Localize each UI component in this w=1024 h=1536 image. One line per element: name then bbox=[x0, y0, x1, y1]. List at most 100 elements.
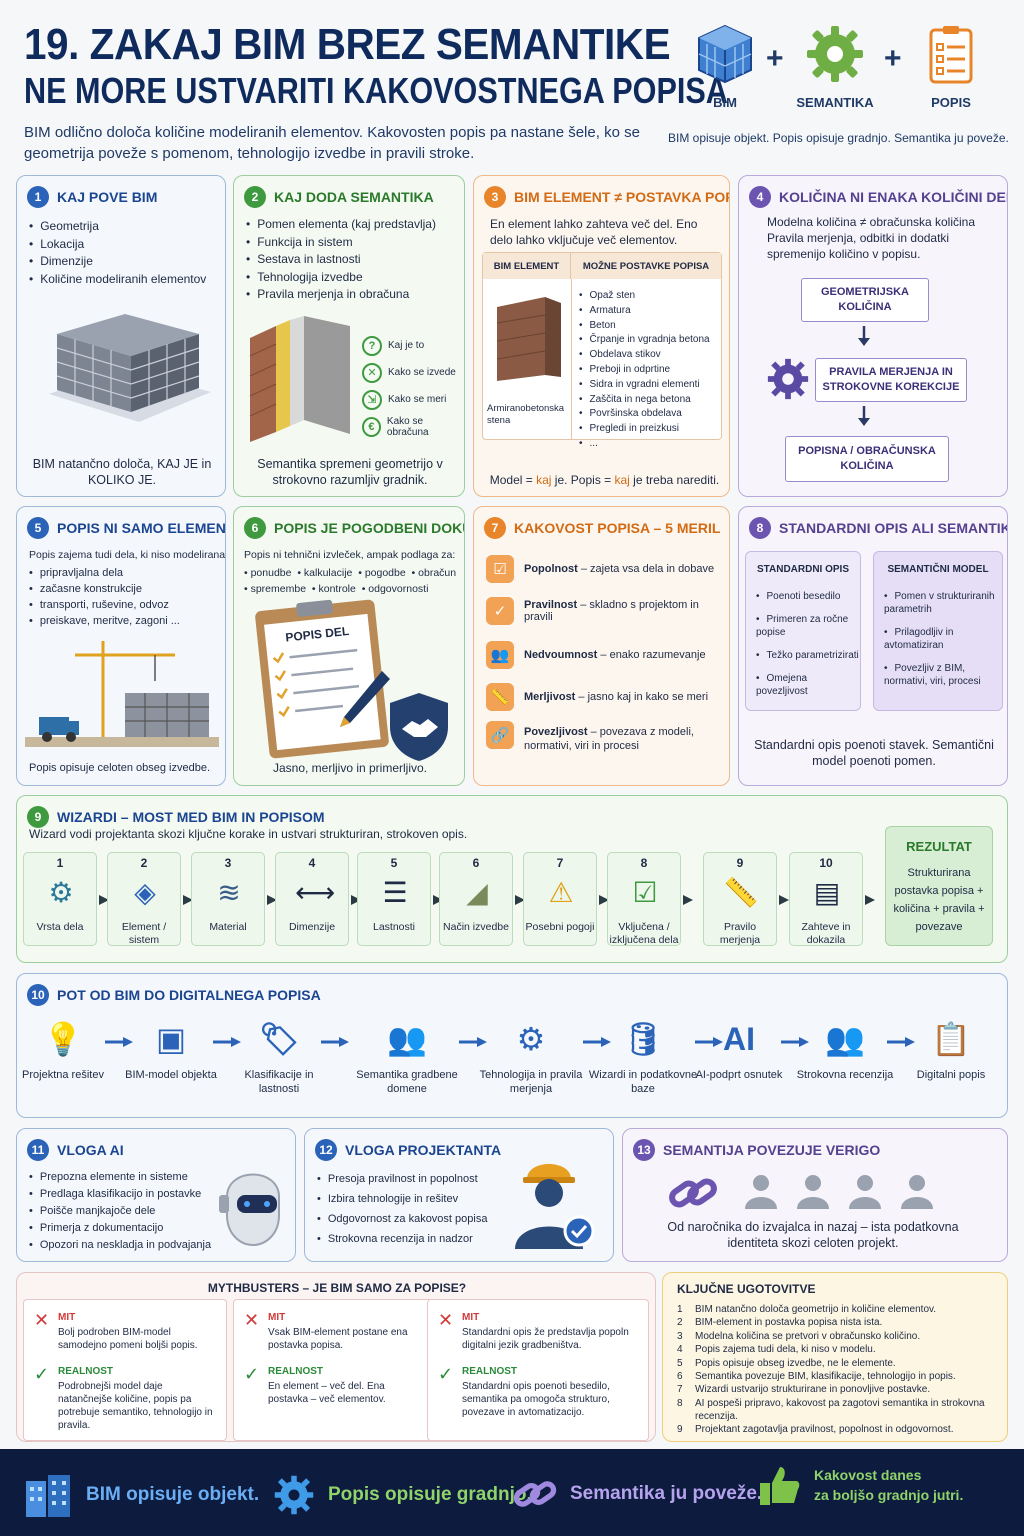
handshake-shield-icon bbox=[390, 693, 448, 761]
card1-title: KAJ POVE BIM bbox=[57, 189, 158, 205]
list-item: Pregledi in preizkusi bbox=[579, 422, 724, 437]
card-kakovost-popisa: 7 KAKOVOST POPISA – 5 MERIL ☑ Popolnost … bbox=[473, 506, 730, 786]
key-title: KLJUČNE UGOTOVITVE bbox=[677, 1282, 816, 1296]
key-number: 1 bbox=[677, 1304, 683, 1315]
arrow-right-icon bbox=[781, 1034, 809, 1047]
sliders-icon: ☰ bbox=[382, 877, 408, 908]
list-item: Armatura bbox=[579, 304, 724, 319]
arrow-right-icon bbox=[695, 1034, 723, 1047]
path-step-3: 🏷Klasifikacije in lastnosti bbox=[229, 1016, 329, 1096]
card8-footer: Standardni opis poenoti stavek. Semantič… bbox=[754, 738, 994, 768]
bottom-text-popis: Popis opisuje gradnjo. bbox=[328, 1484, 532, 1505]
table-header-bim-element: BIM ELEMENT bbox=[483, 253, 571, 279]
people-icon: 👥 bbox=[825, 1021, 865, 1057]
arrow-right-icon bbox=[433, 892, 443, 905]
header-icons: BIM + SEMANTIKA + bbox=[680, 22, 1010, 122]
gear-icon bbox=[807, 26, 863, 82]
card-wizardi: 9 WIZARDI – MOST MED BIM IN POPISOM Wiza… bbox=[16, 795, 1008, 963]
path-step-label: Wizardi in podatkovne baze bbox=[588, 1069, 698, 1095]
wizard-step-8: 8☑Vključena / izključena dela bbox=[607, 852, 681, 946]
step-number: 3 bbox=[224, 856, 232, 870]
card11-number: 11 bbox=[27, 1139, 49, 1161]
ruler-icon: 📏 bbox=[723, 877, 759, 908]
wizard-step-9: 9📏Pravilo merjenja bbox=[703, 852, 777, 946]
step-label: Dimenzije bbox=[288, 921, 336, 933]
box-popisna-kolicina: POPISNA / OBRAČUNSKA KOLIČINA bbox=[785, 436, 949, 482]
path-step-8: 👥 Strokovna recenzija bbox=[795, 1016, 895, 1082]
card3-footer: Model = kaj je. Popis = kaj je treba nar… bbox=[489, 473, 720, 487]
layers-icon: ≋ bbox=[217, 877, 241, 908]
key-number: 4 bbox=[677, 1344, 683, 1356]
building-model-icon bbox=[49, 314, 211, 422]
path-step-label: Semantika gradbene domene bbox=[356, 1069, 458, 1095]
step-number: 4 bbox=[308, 856, 316, 870]
arrow-right-icon bbox=[515, 892, 525, 905]
lightbulb-icon: 💡 bbox=[43, 1021, 83, 1057]
list-item: Beton bbox=[579, 319, 724, 334]
card-kaj-pove-bim: 1 KAJ POVE BIM Geometrija Lokacija Dimen… bbox=[16, 175, 226, 497]
key-text: Wizardi ustvarijo strukturirane in ponov… bbox=[695, 1384, 931, 1396]
arrow-right-icon bbox=[321, 1034, 349, 1047]
card6-header: 6 POPIS JE POGODBENI DOKUMENT bbox=[244, 517, 464, 539]
result-title: REZULTAT bbox=[906, 839, 972, 854]
path-step-2: ▣BIM-model objekta bbox=[121, 1016, 221, 1082]
link-icon bbox=[513, 1481, 557, 1507]
step-number: 10 bbox=[819, 856, 833, 870]
link-icon: 🔗 bbox=[486, 721, 514, 749]
ruler-icon: ⇲ bbox=[362, 389, 382, 410]
myth-text: Standardni opis že predstavlja popoln di… bbox=[462, 1327, 629, 1351]
card3-intro: En element lahko zahteva več del. Eno de… bbox=[490, 217, 698, 247]
engineer-icon bbox=[515, 1164, 595, 1249]
bim-header: BIM bbox=[680, 22, 770, 110]
card5-title: POPIS NI SAMO ELEMENT bbox=[57, 520, 226, 536]
card2-title: KAJ DODA SEMANTIKA bbox=[274, 189, 434, 205]
list-item: • obračun bbox=[411, 567, 457, 579]
card-pot-do-popisa: 10 POT OD BIM DO DIGITALNEGA POPISA 💡Pro… bbox=[16, 973, 1008, 1118]
card4-number: 4 bbox=[749, 186, 771, 208]
step-label: Vrsta dela bbox=[36, 921, 84, 933]
card-kolicina: 4 KOLIČINA NI ENAKA KOLIČINI DELA Modeln… bbox=[738, 175, 1008, 497]
step-number: 2 bbox=[140, 856, 148, 870]
list-item: pripravljalna dela bbox=[29, 565, 225, 581]
wizard-step-2: 2◈Element / sistem bbox=[107, 852, 181, 946]
arrow-right-icon bbox=[213, 1034, 241, 1047]
building-cube-icon bbox=[698, 24, 752, 84]
arrow-right-icon bbox=[99, 892, 109, 905]
bim-label: BIM bbox=[713, 95, 737, 110]
list-item: • ponudbe bbox=[244, 567, 292, 579]
list-item: Poenoti besedilo bbox=[756, 590, 860, 603]
wizard-step-1: 1⚙Vrsta dela bbox=[23, 852, 97, 946]
criterion-nedvoumnost: 👥 Nedvoumnost – enako razumevanje bbox=[486, 641, 706, 669]
card-pogodbeni-dokument: 6 POPIS JE POGODBENI DOKUMENT Popis ni t… bbox=[233, 506, 465, 786]
box-geometrijska-kolicina: GEOMETRIJSKA KOLIČINA bbox=[801, 278, 929, 322]
list-item: Pomen elementa (kaj predstavlja) bbox=[246, 216, 461, 234]
database-icon: 🛢 bbox=[622, 1021, 664, 1057]
path-step-5: ⚙Tehnologija in pravila merjenja bbox=[471, 1016, 591, 1096]
list-item: Sidra in vgradni elementi bbox=[579, 378, 724, 393]
card5-footer: Popis opisuje celoten obseg izvedbe. bbox=[29, 762, 211, 774]
invoice-icon: € bbox=[362, 416, 381, 437]
wizard-step-3: 3≋Material bbox=[191, 852, 265, 946]
myth-title: MYTHBUSTERS – JE BIM SAMO ZA POPISE? bbox=[207, 1281, 467, 1295]
path-step-label: Strokovna recenzija bbox=[796, 1069, 894, 1081]
path-step-label: Digitalni popis bbox=[916, 1069, 986, 1081]
card5-header: 5 POPIS NI SAMO ELEMENT bbox=[27, 517, 226, 539]
wall-layers-icon bbox=[249, 316, 350, 442]
key-number: 7 bbox=[677, 1384, 683, 1396]
list-item: Predlaga klasifikacijo in postavke bbox=[29, 1186, 229, 1203]
path-number: 10 bbox=[27, 984, 49, 1006]
tag-kako-se-meri: ⇲ Kako se meri bbox=[362, 386, 462, 413]
list-item: • odgovornosti bbox=[361, 583, 429, 595]
step-label: Element / sistem bbox=[121, 921, 167, 946]
list-item: Površinska obdelava bbox=[579, 407, 724, 422]
clipboard-document: POPIS DEL bbox=[254, 599, 390, 759]
card-popis-ni-samo-element: 5 POPIS NI SAMO ELEMENT Popis zajema tud… bbox=[16, 506, 226, 786]
path-step-label: BIM-model objekta bbox=[125, 1069, 217, 1081]
list-item: začasne konstrukcije bbox=[29, 581, 225, 597]
list-item: Presoja pravilnost in popolnost bbox=[317, 1169, 517, 1189]
card12-title: VLOGA PROJEKTANTA bbox=[345, 1142, 502, 1158]
step-number: 6 bbox=[472, 856, 480, 870]
